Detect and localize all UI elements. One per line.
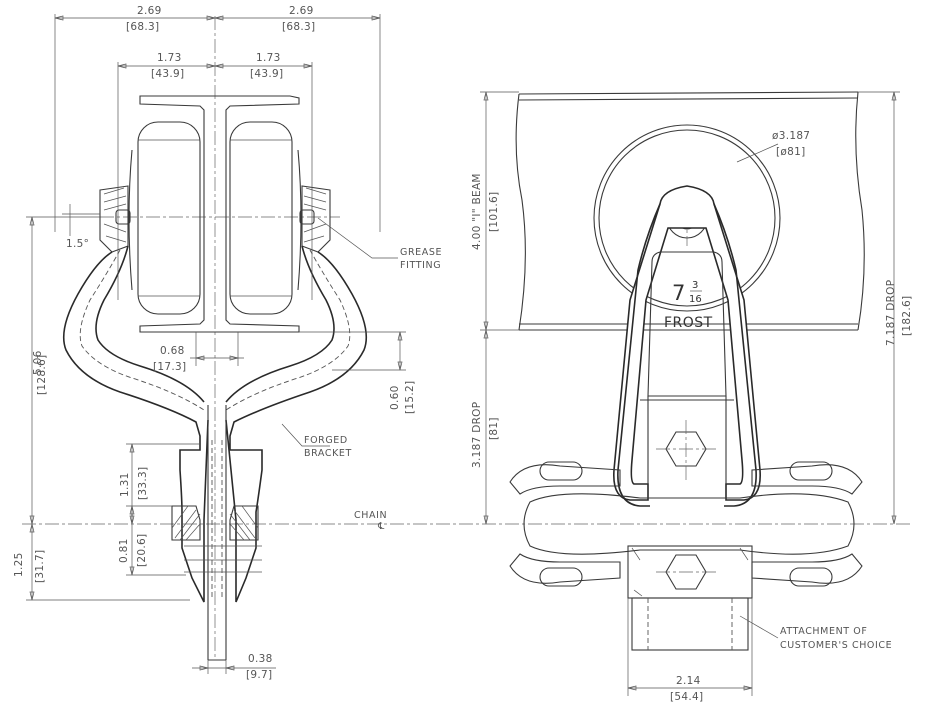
dim-top-right-mm: [68.3]: [282, 21, 315, 33]
dim-top-right: 2.69: [289, 5, 314, 17]
dim-flange-gap-mm: [17.3]: [153, 361, 186, 373]
i-beam-side: [515, 91, 865, 331]
dim-top-left: 2.69: [137, 5, 162, 17]
dim-beam-mm: [101.6]: [488, 192, 500, 232]
top-dimension-lines: [54, 14, 381, 300]
label-fitting: FITTING: [400, 260, 441, 271]
chain-centerline-symbol: ℄: [377, 521, 385, 532]
dim-top-left-mm: [68.3]: [126, 21, 159, 33]
dim-drop-large: 7.187 DROP: [885, 280, 897, 346]
dim-below-chain-mm: [31.7]: [34, 550, 46, 583]
dim-wheel-left: 1.73: [157, 52, 182, 64]
dim-flange-gap: 0.68: [160, 345, 185, 357]
dim-pin-mm: [20.6]: [136, 534, 148, 567]
label-grease: GREASE: [400, 247, 442, 258]
dim-drop-small-mm: [81]: [488, 417, 500, 440]
dim-drop-small: 3.187 DROP: [471, 402, 483, 468]
side-bracket: [613, 185, 761, 507]
dim-stem-width: 0.38: [248, 653, 273, 665]
dim-beam: 4.00 "I" BEAM: [471, 173, 483, 250]
dim-angle: 1.5°: [66, 238, 89, 250]
label-forged: FORGED: [304, 435, 348, 446]
dim-flange-drop: 0.60: [389, 385, 401, 410]
dim-attachment-width-mm: [54.4]: [670, 691, 703, 703]
left-wheel: [128, 121, 201, 315]
right-axle-boss: [299, 185, 331, 253]
marking-denominator: 16: [689, 294, 702, 305]
dim-stem-mm: [33.3]: [137, 467, 149, 500]
chain-links: [509, 461, 863, 587]
lower-clamp: [627, 545, 753, 651]
left-vertical-dimensions: [26, 216, 200, 601]
dim-drop-large-mm: [182.6]: [901, 296, 913, 336]
marking-brand: FROST: [664, 315, 713, 331]
dim-height: 5.06: [32, 350, 44, 375]
dim-below-chain: 1.25: [13, 552, 25, 577]
side-wheel-outer: [593, 124, 781, 312]
dim-wheel-left-mm: [43.9]: [151, 68, 184, 80]
marking-numerator: 3: [692, 280, 698, 291]
side-view: ø3.187 [ø81] 7 3 16 FROST: [471, 91, 913, 703]
dim-wheel-dia: ø3.187: [772, 130, 810, 142]
dim-stem: 1.31: [119, 472, 131, 497]
label-customer-choice: CUSTOMER'S CHOICE: [780, 640, 892, 651]
forged-bracket: [62, 245, 368, 661]
front-section-view: 2.69 [68.3] 2.69 [68.3] 1.73 [43.9] 1.73…: [13, 5, 910, 681]
side-vertical-dimensions: [480, 91, 900, 525]
marking-whole: 7: [672, 281, 685, 305]
dim-height-mm: [128.6]: [36, 355, 48, 395]
side-wheel-rim: [598, 129, 776, 307]
label-bracket: BRACKET: [304, 448, 352, 459]
dim-pin: 0.81: [118, 538, 130, 563]
dim-flange-drop-mm: [15.2]: [404, 381, 416, 414]
dim-wheel-dia-mm: [ø81]: [776, 146, 805, 158]
right-wheel: [229, 121, 302, 315]
i-beam-section: [139, 95, 300, 333]
left-axle-boss: [99, 185, 131, 253]
dim-attachment-width: 2.14: [676, 675, 701, 687]
dim-stem-width-mm: [9.7]: [246, 669, 272, 681]
label-chain: CHAIN: [354, 510, 387, 521]
dim-wheel-right-mm: [43.9]: [250, 68, 283, 80]
dim-wheel-right: 1.73: [256, 52, 281, 64]
label-attachment: ATTACHMENT OF: [780, 626, 867, 637]
